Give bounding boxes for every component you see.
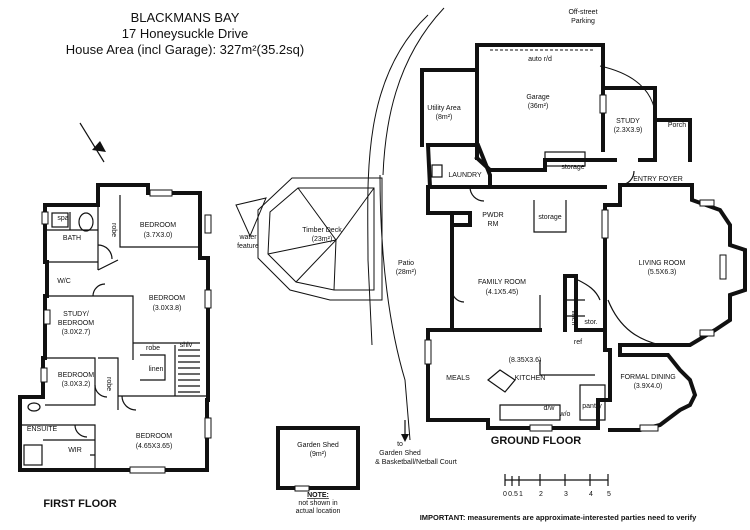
kitchen-label: KITCHEN xyxy=(515,375,546,382)
note-text: not shown in xyxy=(298,500,337,507)
robe-label: robe xyxy=(146,345,160,352)
study-bedroom-dimensions: (3.0X2.7) xyxy=(62,329,91,336)
first-floor-title: FIRST FLOOR xyxy=(43,498,116,510)
living-room-label: LIVING ROOM xyxy=(639,260,686,267)
porch-label: Porch xyxy=(668,122,686,129)
patio-label: Patio xyxy=(398,260,414,267)
refrigerator-label: ref xyxy=(574,339,582,346)
kitchen-dimensions: (8.35X3.6) xyxy=(509,357,542,364)
disclaimer: IMPORTANT: measurements are approximate-… xyxy=(420,513,697,522)
ground-floor-plan xyxy=(235,7,747,441)
linen-label: linen xyxy=(149,366,164,373)
note-title: NOTE: xyxy=(307,492,329,499)
plan-header: BLACKMANS BAY 17 Honeysuckle Drive House… xyxy=(55,10,315,58)
court-direction: & Basketball/Netball Court xyxy=(375,459,457,466)
parking-label: Parking xyxy=(571,18,595,25)
suburb-title: BLACKMANS BAY xyxy=(130,10,240,25)
study-bedroom-label: STUDY/ xyxy=(63,311,89,318)
pantry-label: pantry xyxy=(582,403,602,410)
patio-area: (28m²) xyxy=(396,269,417,276)
bath-label: BATH xyxy=(63,235,81,242)
formal-dining-dimensions: (3.9X4.0) xyxy=(634,383,663,390)
auto-roller-door-label: auto r/d xyxy=(528,56,552,63)
utility-area-label: Utility Area xyxy=(427,105,461,112)
walk-in-robe-label: WIR xyxy=(68,447,82,454)
study-label: STUDY xyxy=(616,118,640,125)
robe-label: robe xyxy=(105,377,112,391)
family-room-dimensions: (4.1X5.45) xyxy=(486,289,519,296)
note-text-2: actual location xyxy=(296,508,341,515)
robe-label: robe xyxy=(110,223,117,237)
first-floor-plan xyxy=(18,183,212,474)
scale-label: 2 xyxy=(539,491,543,498)
garage-label: Garage xyxy=(526,94,549,101)
north-arrow-icon xyxy=(79,122,106,163)
study-dimensions: (2.3X3.9) xyxy=(614,127,643,134)
scale-label: 0 xyxy=(503,491,507,498)
ensuite-label: ENSUITE xyxy=(27,426,58,433)
shelving-label: shlv xyxy=(180,342,193,349)
meals-label: MEALS xyxy=(446,375,470,382)
bedroom-1-label: BEDROOM xyxy=(140,222,176,229)
powder-room-label: PWDR xyxy=(482,212,503,219)
bedroom-2-label: BEDROOM xyxy=(149,295,185,302)
first-floor-outer-wall xyxy=(18,183,210,472)
address: 17 Honeysuckle Drive xyxy=(121,26,249,41)
bedroom-3-label: BEDROOM xyxy=(58,372,94,379)
bedroom-3-dimensions: (3.0X3.2) xyxy=(62,381,91,388)
spa-label: spa xyxy=(57,215,68,222)
garden-shed-label: Garden Shed xyxy=(297,442,339,449)
ground-floor-title: GROUND FLOOR xyxy=(491,435,581,447)
bedroom-4-label: BEDROOM xyxy=(136,433,172,440)
scale-label: 3 xyxy=(564,491,568,498)
wall-oven-label: w/o xyxy=(559,411,571,418)
laundry-label: LAUNDRY xyxy=(448,172,482,179)
garage-area: (36m²) xyxy=(528,103,549,110)
scale-label: 5 xyxy=(607,491,611,498)
study-bedroom-label-2: BEDROOM xyxy=(58,320,94,327)
garden-shed-direction: Garden Shed xyxy=(379,450,421,457)
offstreet-label: Off-street xyxy=(568,9,597,16)
scale-label: 0.5 xyxy=(508,491,518,498)
family-room-label: FAMILY ROOM xyxy=(478,279,526,286)
wc-label: W/C xyxy=(57,278,71,285)
house-area: House Area (incl Garage): 327m²(35.2sq) xyxy=(65,42,305,57)
bedroom-1-dimensions: (3.7X3.0) xyxy=(144,232,173,239)
water-feature-label: water xyxy=(238,234,257,241)
powder-room-label-2: RM xyxy=(488,221,499,228)
timber-deck-area: (23m²) xyxy=(312,236,333,243)
storage-label: storage xyxy=(538,214,561,221)
linen-label: linen xyxy=(570,311,577,326)
scale-bar xyxy=(504,474,609,486)
scale-label: 4 xyxy=(589,491,593,498)
scale-label: 1 xyxy=(519,491,523,498)
living-room-dimensions: (5.5X6.3) xyxy=(648,269,677,276)
formal-dining-label: FORMAL DINING xyxy=(620,374,675,381)
water-feature-label-2: feature xyxy=(237,243,259,250)
entry-foyer-label: ENTRY FOYER xyxy=(633,176,683,183)
garden-shed-area: (9m²) xyxy=(310,451,327,458)
utility-area-size: (8m²) xyxy=(436,114,453,121)
dishwasher-label: d/w xyxy=(544,405,556,412)
bedroom-4-dimensions: (4.65X3.65) xyxy=(136,443,173,450)
bedroom-2-dimensions: (3.0X3.8) xyxy=(153,305,182,312)
store-label: stor. xyxy=(584,319,597,326)
to-label: to xyxy=(397,441,403,448)
storage-label: storage xyxy=(561,164,584,171)
garden-shed-plan xyxy=(276,426,360,492)
timber-deck-label: Timber Deck xyxy=(302,227,342,234)
